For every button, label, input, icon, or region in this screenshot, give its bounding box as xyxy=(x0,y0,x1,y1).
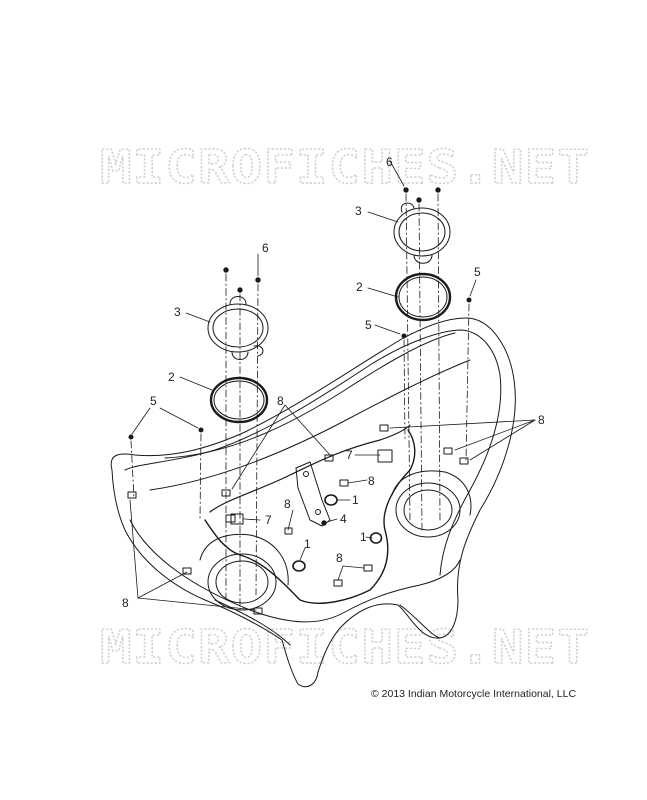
left-trim-ring-tab-right xyxy=(253,345,264,357)
callout-5-left: 5 xyxy=(150,394,157,408)
bracket-hole-bottom xyxy=(315,509,321,515)
screw-left-3 xyxy=(255,277,261,283)
callout-7-right: 7 xyxy=(346,448,353,462)
fairing-outer-shell xyxy=(110,317,516,688)
callout-1-lower: 1 xyxy=(304,537,311,551)
clip-lower-right xyxy=(363,564,373,572)
alignment-lines xyxy=(130,193,470,611)
right-trim-ring-outer xyxy=(393,207,451,257)
callout-3-left: 3 xyxy=(174,305,181,319)
leader-lines xyxy=(129,160,536,611)
screw-5-left-b xyxy=(198,427,204,433)
callout-8-right: 8 xyxy=(538,413,545,427)
left-trim-ring-outer xyxy=(207,303,269,353)
callout-8-mid: 8 xyxy=(284,497,291,511)
fairing-mid-ridge xyxy=(149,359,471,491)
screws xyxy=(128,187,472,526)
right-headlamp-recess-outer xyxy=(395,482,461,538)
screw-5-right xyxy=(466,297,472,303)
watermark-top: MICROFICHES.NET xyxy=(100,140,590,194)
callout-8-center: 8 xyxy=(368,474,375,488)
screw-left-2 xyxy=(237,287,243,293)
screw-right-1 xyxy=(403,187,409,193)
left-trim-ring-tab-top xyxy=(229,296,247,305)
grommet-lower xyxy=(292,560,306,572)
clip-center xyxy=(339,479,349,487)
screw-right-3 xyxy=(435,187,441,193)
clip-center-upper xyxy=(324,454,334,462)
callout-5-right: 5 xyxy=(474,265,481,279)
right-trim-ring-tab-top xyxy=(400,202,415,213)
fairing-lower-lip xyxy=(214,599,291,646)
copyright-notice: © 2013 Indian Motorcycle International, … xyxy=(371,688,577,700)
callout-5-center: 5 xyxy=(365,318,372,332)
left-headlamp-recess-outer xyxy=(207,553,277,611)
clip-left-edge-b xyxy=(182,567,192,575)
left-headlamp-recess-inner xyxy=(215,560,269,604)
connector-right xyxy=(377,449,393,463)
clip-right-lower xyxy=(443,447,453,455)
clip-right-edge xyxy=(459,457,469,465)
left-gasket-outer xyxy=(209,376,269,424)
fairing-lower-contour xyxy=(129,519,461,623)
right-gasket-outer xyxy=(394,272,452,322)
right-gasket-inner xyxy=(398,276,448,318)
connector-left xyxy=(230,513,244,525)
left-trim-ring-inner xyxy=(212,308,264,348)
callout-8-top: 8 xyxy=(277,394,284,408)
callout-2-left: 2 xyxy=(168,370,175,384)
right-trim-ring-tab-bottom xyxy=(413,254,433,264)
wiring-harness xyxy=(204,429,416,604)
callout-2-right: 2 xyxy=(356,280,363,294)
right-trim-ring-inner xyxy=(398,212,446,252)
right-headlamp-recess-inner xyxy=(403,489,453,531)
callout-1-center: 1 xyxy=(352,493,359,507)
bracket-hole-top xyxy=(303,471,309,477)
callout-6-right: 6 xyxy=(386,155,393,169)
callout-8-lower: 8 xyxy=(336,551,343,565)
clip-right-upper xyxy=(379,424,389,432)
screw-left-1 xyxy=(223,267,229,273)
center-mount-bracket xyxy=(295,461,331,527)
screw-right-2 xyxy=(416,197,422,203)
screw-5-center xyxy=(401,333,407,339)
left-gasket-inner xyxy=(213,380,265,420)
clip-lower-center xyxy=(333,579,343,587)
grommet-center xyxy=(324,494,338,506)
clip-left-edge-c xyxy=(253,607,263,615)
watermark-bottom: MICROFICHES.NET xyxy=(100,620,590,674)
left-recess-shroud xyxy=(199,533,289,586)
left-trim-ring-tab-bottom xyxy=(231,351,249,360)
bolt-center xyxy=(321,520,327,526)
wiring-harness-return xyxy=(209,424,411,513)
callout-6-left: 6 xyxy=(262,241,269,255)
callout-8-left: 8 xyxy=(122,596,129,610)
screw-5-left-a xyxy=(128,434,134,440)
fairing-right-lip xyxy=(399,604,441,639)
callout-7-left: 7 xyxy=(265,513,272,527)
callout-4: 4 xyxy=(340,512,347,526)
callout-3-right: 3 xyxy=(355,204,362,218)
callout-1-right: 1 xyxy=(360,530,367,544)
callout-labels: 6 6 3 3 2 2 5 5 5 8 8 7 8 1 7 8 4 1 1 8 … xyxy=(122,155,545,610)
clip-left-edge-a xyxy=(127,491,137,499)
